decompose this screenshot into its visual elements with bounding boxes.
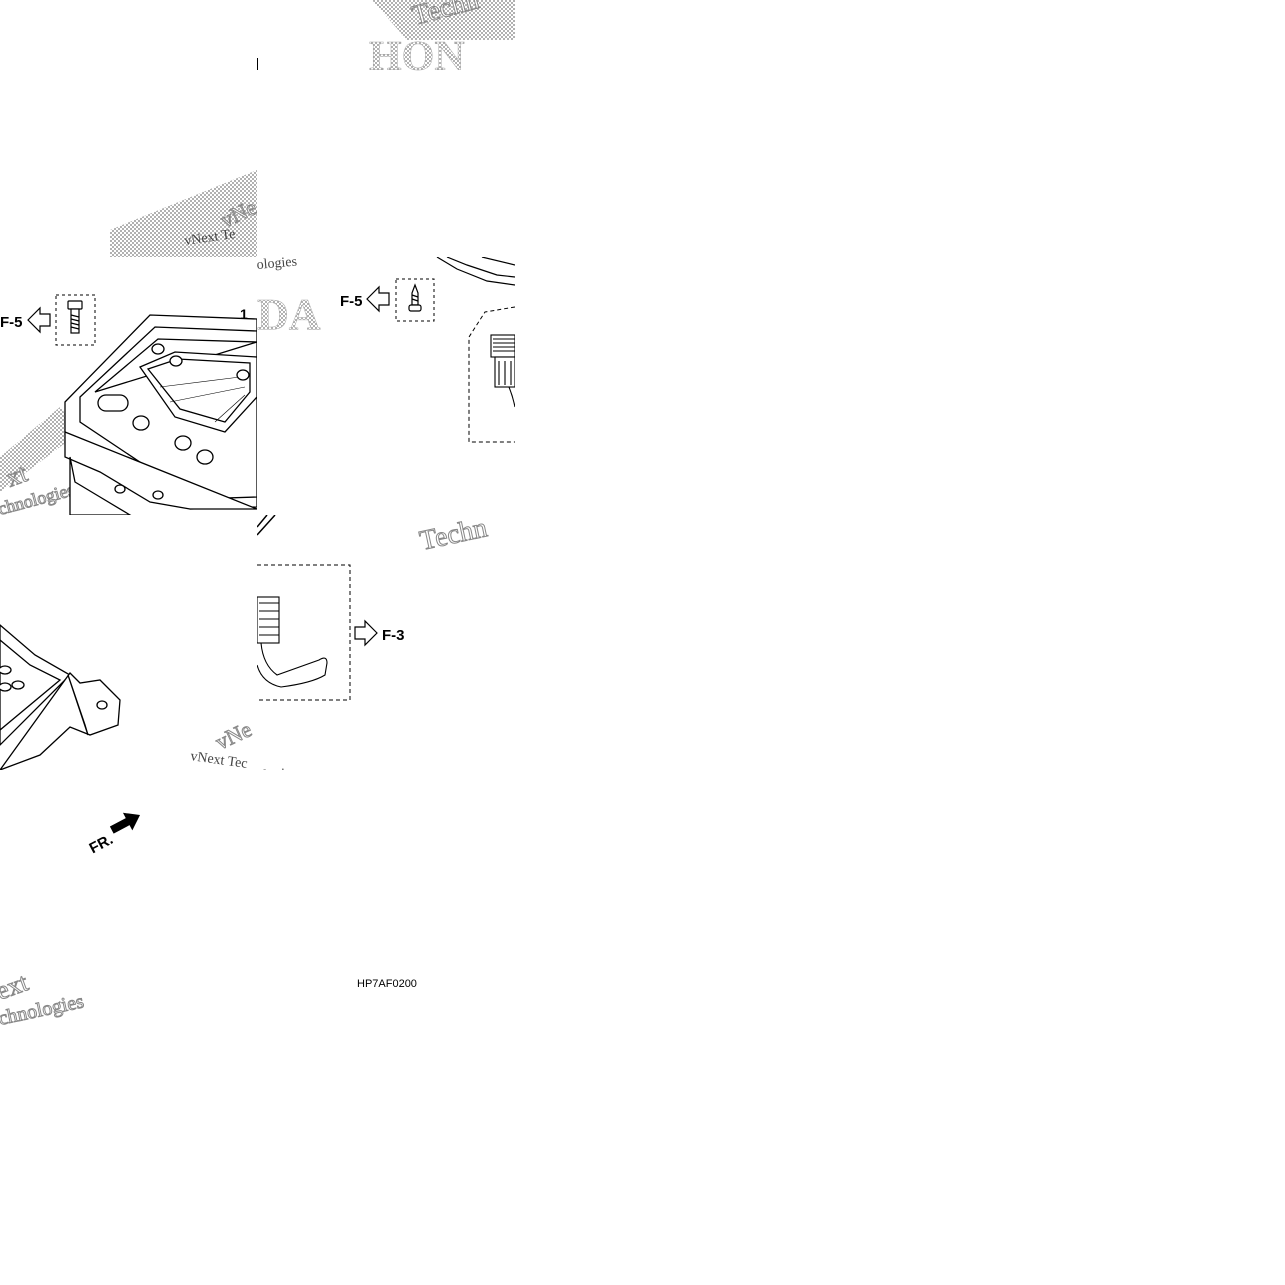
bottom-watermark-art: ext chnologies	[0, 967, 87, 1030]
front-direction-art: FR.	[87, 812, 141, 855]
watermark-ologies-top: ologies	[257, 257, 298, 273]
housing-corner	[436, 257, 515, 286]
instrument-panel-drawing: xt chnologies F-5 1	[0, 294, 257, 515]
arrow-left-icon	[27, 306, 51, 334]
part-number-1: 1	[240, 306, 248, 322]
wire-harness-connector	[257, 596, 328, 688]
meter-assembly	[64, 314, 257, 515]
connector-icon	[490, 334, 515, 408]
edge-line	[257, 515, 268, 528]
tile-screw-connector: DA ologies F-5	[257, 257, 515, 515]
watermark-techn-mid: Techn	[417, 515, 490, 557]
wire-connector-drawing: Techn F-3 ologies	[257, 515, 490, 770]
honda-wing-logo-2	[110, 170, 257, 257]
tile-wire-connector: Techn F-3 ologies	[257, 515, 515, 770]
watermark-honda-mid: DA	[257, 290, 321, 339]
meter-bracket	[0, 624, 121, 770]
honda-wing-logo	[372, 0, 515, 40]
tile-upper-left-art: vNext Te vNe	[110, 170, 257, 257]
callout-f5-right: F-5	[340, 293, 363, 310]
wire-detail-box	[257, 564, 351, 701]
front-label: FR.	[87, 831, 116, 855]
bolt-icon	[67, 300, 83, 334]
watermark-ologies-bottom: ologies	[257, 766, 298, 770]
honda-wing-logo-3	[0, 407, 80, 492]
watermark-ext: ext	[0, 967, 33, 1005]
front-arrow-icon	[109, 812, 141, 834]
screw-connector-drawing: DA ologies F-5	[257, 257, 515, 443]
arrow-right-icon	[354, 619, 378, 647]
watermark-vne-2: vNe	[212, 716, 256, 754]
watermark-honda-top: HON	[369, 34, 465, 80]
watermark-vnext-te: vNext Te	[183, 227, 236, 249]
tile-upper-left-watermark: vNext Te vNe	[0, 170, 257, 257]
front-direction: FR.	[80, 795, 155, 855]
bolt-detail-box	[55, 294, 96, 346]
tile-meter-underside: vNext Tec vNe	[0, 515, 257, 770]
callout-f3: F-3	[382, 627, 405, 644]
tile-top-watermark: Techn HON	[257, 0, 515, 257]
callout-f5-left: F-5	[0, 314, 23, 331]
meter-underside-drawing: vNext Tec vNe	[0, 624, 256, 770]
screw-icon	[408, 283, 422, 312]
edge-line-2	[257, 515, 276, 536]
screw-detail-box	[395, 278, 435, 322]
tile-instrument-panel: xt chnologies F-5 1	[0, 257, 257, 515]
watermark-vnext-tec: vNext Tec	[189, 749, 248, 770]
tile-bottom-watermark: ext chnologies	[0, 960, 120, 1030]
arrow-left-icon-2	[366, 285, 390, 313]
diagram-code: HP7AF0200	[357, 978, 417, 990]
tile-top-art: Techn HON	[257, 0, 515, 80]
